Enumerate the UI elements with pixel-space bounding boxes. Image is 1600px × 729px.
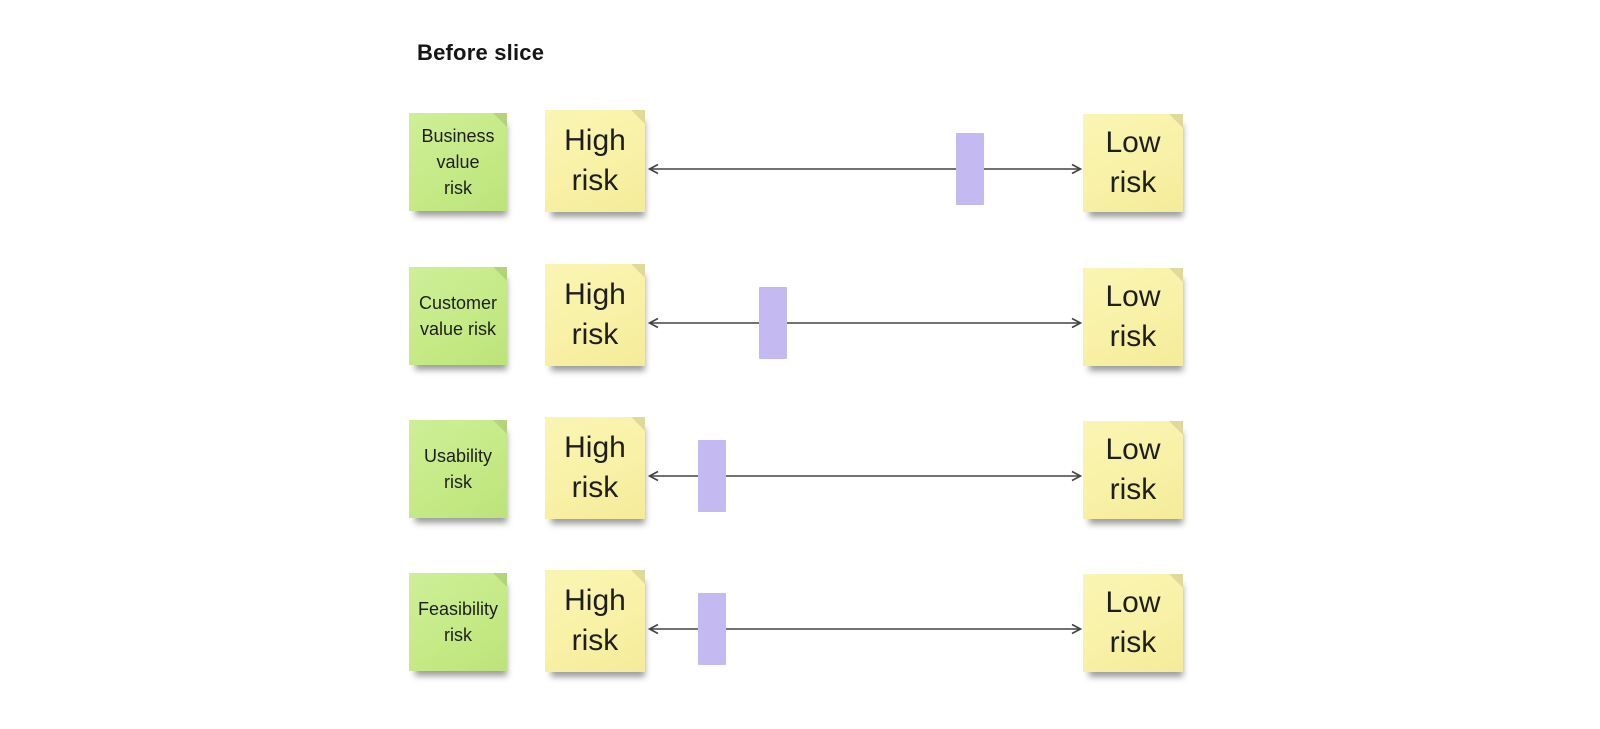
arrow-right-head-icon [1071, 317, 1083, 329]
low-risk-label: Low risk [1105, 586, 1161, 659]
arrow-right-head-icon [1071, 163, 1083, 175]
risk-row-feasibility: Feasibility risk High risk Low risk [0, 570, 1600, 688]
high-risk-label: High risk [564, 431, 626, 504]
low-risk-label: Low risk [1105, 280, 1161, 353]
high-risk-label: High risk [564, 278, 626, 351]
high-risk-note[interactable]: High risk [545, 417, 645, 519]
arrow-left-head-icon [647, 317, 659, 329]
high-risk-note[interactable]: High risk [545, 570, 645, 672]
low-risk-note[interactable]: Low risk [1083, 421, 1183, 519]
arrow-left-head-icon [647, 470, 659, 482]
low-risk-label: Low risk [1105, 433, 1161, 506]
high-risk-note[interactable]: High risk [545, 110, 645, 212]
high-risk-label: High risk [564, 584, 626, 657]
risk-position-marker[interactable] [956, 133, 985, 205]
low-risk-label: Low risk [1105, 126, 1161, 199]
arrow-right-head-icon [1071, 623, 1083, 635]
risk-category-label: Usability risk [423, 446, 493, 492]
risk-category-label: Business value risk [421, 126, 495, 198]
risk-category-label: Customer value risk [418, 293, 498, 339]
risk-category-note[interactable]: Business value risk [409, 113, 507, 211]
high-risk-label: High risk [564, 124, 626, 197]
risk-position-marker[interactable] [759, 287, 788, 359]
risk-row-customer-value: Customer value risk High risk Low risk [0, 264, 1600, 382]
low-risk-note[interactable]: Low risk [1083, 268, 1183, 366]
high-risk-note[interactable]: High risk [545, 264, 645, 366]
low-risk-note[interactable]: Low risk [1083, 574, 1183, 672]
risk-category-note[interactable]: Feasibility risk [409, 573, 507, 671]
risk-category-label: Feasibility risk [417, 599, 499, 645]
risk-scale-arrow [647, 163, 1083, 175]
risk-row-business-value: Business value risk High risk Low risk [0, 110, 1600, 228]
risk-position-marker[interactable] [697, 440, 726, 512]
risk-position-marker[interactable] [697, 593, 726, 665]
diagram-title: Before slice [417, 40, 545, 65]
arrow-left-head-icon [647, 163, 659, 175]
arrow-left-head-icon [647, 623, 659, 635]
risk-row-usability: Usability risk High risk Low risk [0, 417, 1600, 535]
risk-scale-arrow [647, 317, 1083, 329]
low-risk-note[interactable]: Low risk [1083, 114, 1183, 212]
risk-category-note[interactable]: Usability risk [409, 420, 507, 518]
arrow-right-head-icon [1071, 470, 1083, 482]
risk-category-note[interactable]: Customer value risk [409, 267, 507, 365]
